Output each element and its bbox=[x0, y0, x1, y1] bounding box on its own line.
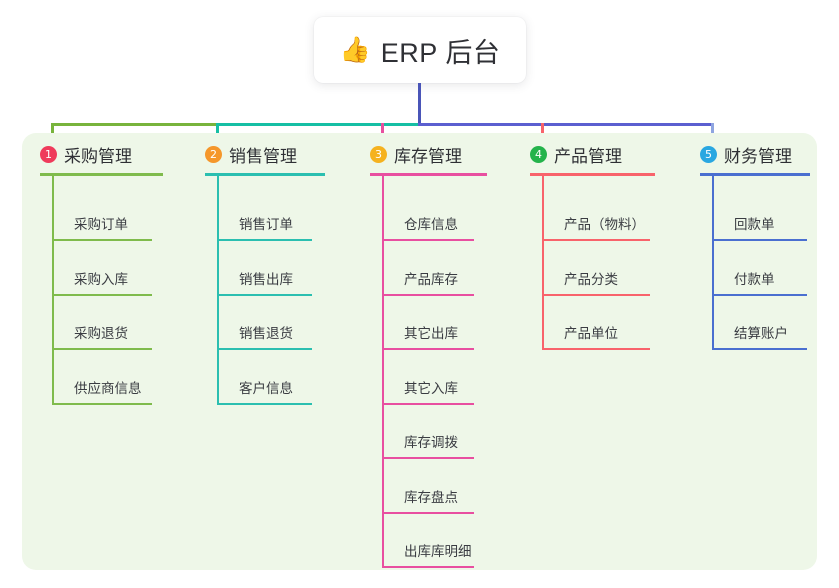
branch-header-5[interactable]: 5 财务管理 bbox=[700, 142, 792, 167]
branch-spine-4 bbox=[542, 176, 544, 348]
branch-header-4[interactable]: 4 产品管理 bbox=[530, 142, 622, 167]
leaf-node[interactable]: 其它入库 bbox=[382, 377, 474, 405]
leaf-underline bbox=[52, 348, 152, 350]
leaf-node[interactable]: 库存盘点 bbox=[382, 486, 474, 514]
branch-badge-4: 4 bbox=[530, 146, 547, 163]
leaf-underline bbox=[52, 293, 152, 296]
leaf-node[interactable]: 采购退货 bbox=[52, 322, 152, 350]
leaf-underline bbox=[217, 293, 312, 296]
leaf-underline bbox=[217, 239, 312, 241]
leaf-node[interactable]: 产品分类 bbox=[542, 268, 650, 296]
leaf-node[interactable]: 结算账户 bbox=[712, 322, 807, 350]
leaf-underline bbox=[542, 293, 650, 296]
leaf-underline bbox=[712, 348, 807, 350]
branch-header-3[interactable]: 3 库存管理 bbox=[370, 142, 462, 167]
leaf-label: 产品库存 bbox=[404, 271, 458, 287]
branch-header-1[interactable]: 1 采购管理 bbox=[40, 142, 132, 167]
branch-spine-5 bbox=[712, 176, 714, 348]
root-stem bbox=[418, 83, 421, 126]
leaf-underline bbox=[217, 348, 312, 350]
leaf-node[interactable]: 产品（物料） bbox=[542, 213, 650, 241]
leaf-node[interactable]: 付款单 bbox=[712, 268, 807, 296]
branch-title-5: 财务管理 bbox=[724, 147, 792, 166]
leaf-label: 其它出库 bbox=[404, 326, 458, 341]
branch-badge-5: 5 bbox=[700, 146, 717, 163]
leaf-label: 采购退货 bbox=[74, 326, 128, 341]
trunk-segment-left bbox=[51, 123, 218, 126]
leaf-underline bbox=[52, 402, 152, 405]
branch-underline-4 bbox=[530, 173, 655, 176]
branch-badge-2: 2 bbox=[205, 146, 222, 163]
trunk-segment-right bbox=[418, 123, 713, 126]
leaf-node[interactable]: 销售出库 bbox=[217, 268, 312, 296]
leaf-label: 客户信息 bbox=[239, 380, 293, 396]
leaf-node[interactable]: 采购入库 bbox=[52, 268, 152, 296]
leaf-label: 库存调拨 bbox=[404, 435, 458, 450]
thumbs-up-icon: 👍 bbox=[339, 35, 371, 64]
leaf-label: 供应商信息 bbox=[74, 380, 142, 396]
leaf-label: 付款单 bbox=[734, 271, 775, 287]
leaf-label: 产品分类 bbox=[564, 271, 618, 287]
leaf-label: 其它入库 bbox=[404, 380, 458, 396]
branch-spine-3 bbox=[382, 176, 384, 566]
leaf-label: 采购入库 bbox=[74, 271, 128, 287]
branch-title-3: 库存管理 bbox=[394, 147, 462, 166]
leaf-underline bbox=[712, 293, 807, 296]
leaf-underline bbox=[382, 511, 474, 514]
leaf-node[interactable]: 供应商信息 bbox=[52, 377, 152, 405]
leaf-node[interactable]: 客户信息 bbox=[217, 377, 312, 405]
branch-spine-2 bbox=[217, 176, 219, 403]
branch-spine-1 bbox=[52, 176, 54, 403]
branch-title-2: 销售管理 bbox=[229, 147, 297, 166]
leaf-underline bbox=[382, 239, 474, 241]
root-title: ERP 后台 bbox=[380, 37, 501, 68]
leaf-label: 销售订单 bbox=[239, 217, 293, 232]
trunk-segment-middle bbox=[216, 123, 420, 126]
branch-underline-5 bbox=[700, 173, 810, 176]
leaf-underline bbox=[217, 402, 312, 405]
branch-underline-3 bbox=[370, 173, 487, 176]
leaf-label: 销售出库 bbox=[239, 271, 293, 287]
branch-header-2[interactable]: 2 销售管理 bbox=[205, 142, 297, 167]
leaf-underline bbox=[382, 566, 474, 568]
leaf-label: 回款单 bbox=[734, 217, 775, 232]
branch-badge-3: 3 bbox=[370, 146, 387, 163]
leaf-label: 结算账户 bbox=[734, 326, 788, 341]
leaf-label: 产品（物料） bbox=[564, 217, 645, 232]
leaf-node[interactable]: 出库库明细 bbox=[382, 540, 474, 568]
leaf-node[interactable]: 仓库信息 bbox=[382, 213, 474, 241]
leaf-node[interactable]: 采购订单 bbox=[52, 213, 152, 241]
leaf-underline bbox=[382, 348, 474, 350]
leaf-underline bbox=[542, 239, 650, 241]
root-node[interactable]: 👍 ERP 后台 bbox=[314, 17, 526, 83]
leaf-node[interactable]: 产品单位 bbox=[542, 322, 650, 350]
leaf-node[interactable]: 回款单 bbox=[712, 213, 807, 241]
leaf-underline bbox=[542, 348, 650, 350]
leaf-label: 仓库信息 bbox=[404, 217, 458, 232]
branch-title-1: 采购管理 bbox=[64, 147, 132, 166]
leaf-underline bbox=[382, 293, 474, 296]
branch-badge-1: 1 bbox=[40, 146, 57, 163]
leaf-label: 库存盘点 bbox=[404, 489, 458, 505]
leaf-node[interactable]: 产品库存 bbox=[382, 268, 474, 296]
leaf-label: 产品单位 bbox=[564, 326, 618, 341]
branch-underline-1 bbox=[40, 173, 163, 176]
leaf-label: 销售退货 bbox=[239, 326, 293, 341]
leaf-node[interactable]: 销售订单 bbox=[217, 213, 312, 241]
leaf-underline bbox=[52, 239, 152, 241]
leaf-label: 出库库明细 bbox=[404, 544, 472, 559]
branches-panel: 1 采购管理采购订单采购入库采购退货供应商信息 2 销售管理销售订单销售出库销售退货客… bbox=[22, 133, 817, 570]
leaf-node[interactable]: 其它出库 bbox=[382, 322, 474, 350]
leaf-underline bbox=[712, 239, 807, 241]
leaf-underline bbox=[382, 402, 474, 405]
leaf-label: 采购订单 bbox=[74, 217, 128, 232]
leaf-underline bbox=[382, 457, 474, 459]
leaf-node[interactable]: 销售退货 bbox=[217, 322, 312, 350]
branch-title-4: 产品管理 bbox=[554, 147, 622, 166]
branch-underline-2 bbox=[205, 173, 325, 176]
leaf-node[interactable]: 库存调拨 bbox=[382, 431, 474, 459]
